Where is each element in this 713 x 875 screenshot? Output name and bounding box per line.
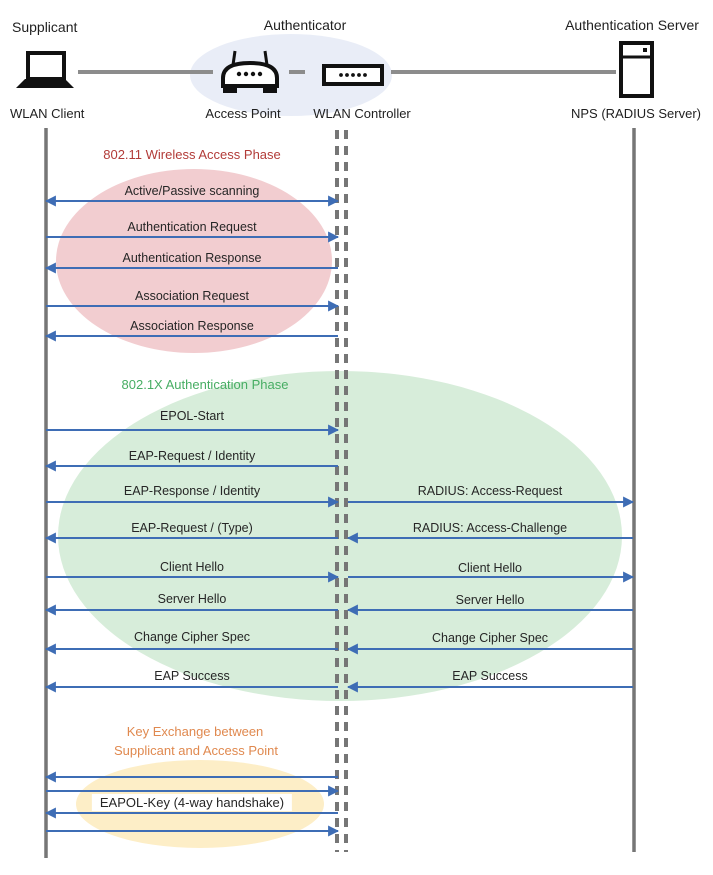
eapol-key-label: EAPOL-Key (4-way handshake) xyxy=(91,794,293,811)
message-label: EAP-Request / (Type) xyxy=(131,521,253,535)
access-point-icon xyxy=(221,50,279,93)
message-label: EAP-Request / Identity xyxy=(128,449,256,463)
nps-radius-server-label: NPS (RADIUS Server) xyxy=(570,106,702,121)
supplicant-role-label: Supplicant xyxy=(12,19,78,35)
auth-server-role-label: Authentication Server xyxy=(565,17,699,33)
message-label: EAP-Response / Identity xyxy=(123,484,261,498)
dot1x-phase-title: 802.1X Authentication Phase xyxy=(121,377,289,392)
message-label: EAP Success xyxy=(452,669,528,683)
key-exchange-title-line2: Supplicant and Access Point xyxy=(113,743,279,758)
access-point-label: Access Point xyxy=(205,106,281,121)
dot1x-phase-ellipse xyxy=(58,371,622,701)
message-label: EAP Success xyxy=(154,669,230,683)
wlan-controller-icon xyxy=(322,64,384,86)
wireless-phase-title: 802.11 Wireless Access Phase xyxy=(103,147,281,162)
key-exchange-title-line1: Key Exchange between xyxy=(126,724,264,739)
wlan-controller-label: WLAN Controller xyxy=(313,106,411,121)
message-label: Server Hello xyxy=(455,593,525,607)
message-label: Change Cipher Spec xyxy=(133,630,251,644)
message-label: Authentication Request xyxy=(127,220,257,234)
message-label: Client Hello xyxy=(160,560,224,574)
message-label: Client Hello xyxy=(458,561,522,575)
wlan-client-label: WLAN Client xyxy=(10,106,85,121)
laptop-icon xyxy=(16,51,74,88)
message-label: Association Request xyxy=(135,289,249,303)
message-label: Change Cipher Spec xyxy=(431,631,549,645)
message-label: Server Hello xyxy=(157,592,227,606)
message-label: RADIUS: Access-Challenge xyxy=(412,521,568,535)
authenticator-role-label: Authenticator xyxy=(263,17,347,33)
server-icon xyxy=(619,41,654,98)
message-label: Authentication Response xyxy=(122,251,262,265)
message-label: RADIUS: Access-Request xyxy=(417,484,563,498)
message-label: Association Response xyxy=(130,319,254,333)
message-label: EPOL-Start xyxy=(160,409,224,423)
message-label: Active/Passive scanning xyxy=(124,184,260,198)
